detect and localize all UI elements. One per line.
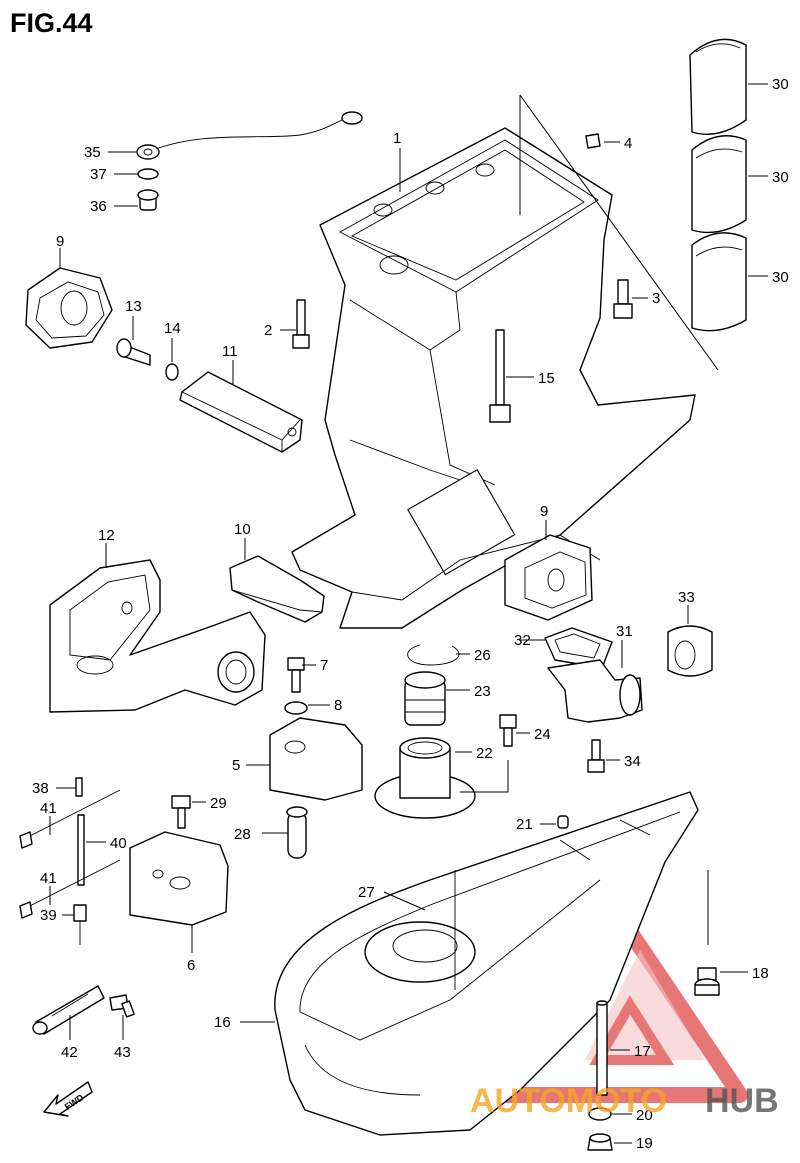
grommet-30-bottom: [691, 232, 747, 332]
callout-34: 34: [624, 753, 641, 770]
figure-title: FIG.44: [10, 8, 93, 38]
nut-4: [585, 133, 601, 149]
callout-14: 14: [164, 320, 181, 337]
callout-18: 18: [752, 965, 769, 982]
watermark-brand-left: AUTOMOTO: [470, 1082, 667, 1120]
grommet-33: [667, 625, 713, 677]
callout-9-lower: 9: [540, 503, 548, 520]
callout-11: 11: [222, 343, 238, 360]
callout-1: 1: [393, 130, 401, 147]
callout-43: 43: [114, 1044, 131, 1061]
callout-7: 7: [320, 657, 328, 674]
clip-42: [32, 985, 105, 1035]
callout-36: 36: [90, 198, 107, 215]
callout-30-middle: 30: [772, 169, 789, 186]
callout-31: 31: [616, 623, 633, 640]
bolt-29: [171, 795, 191, 829]
callout-22: 22: [476, 745, 493, 762]
callout-30-bottom: 30: [772, 269, 789, 286]
mount-block-6: [129, 831, 229, 926]
callout-40: 40: [110, 835, 127, 852]
gasket-32: [544, 627, 613, 669]
sleeve-28: [286, 806, 308, 859]
callout-5: 5: [232, 757, 240, 774]
callout-32: 32: [514, 632, 531, 649]
callout-30-top: 30: [772, 76, 789, 93]
mount-bracket-10: [229, 555, 325, 623]
bolt-34: [587, 739, 605, 773]
callout-24: 24: [534, 726, 551, 743]
callout-28: 28: [234, 826, 251, 843]
circlip-26: [407, 644, 460, 666]
grommet-30-top: [689, 38, 747, 135]
upper-mount-rubber: [25, 267, 113, 349]
callout-2: 2: [264, 322, 272, 339]
long-bolt-15: [489, 329, 511, 423]
callout-38: 38: [32, 780, 49, 797]
callout-39: 39: [40, 907, 57, 924]
lower-mount-rubber: [504, 534, 593, 621]
callout-29: 29: [210, 795, 227, 812]
grommet-30-middle: [691, 135, 747, 234]
callout-41-bottom: 41: [40, 870, 57, 887]
pin-21: [557, 815, 569, 829]
callout-35: 35: [84, 144, 101, 161]
callout-8: 8: [334, 697, 342, 714]
callout-12: 12: [98, 527, 115, 544]
mount-bolt: [116, 338, 179, 381]
callout-9-top: 9: [56, 233, 64, 250]
callout-17: 17: [634, 1043, 651, 1060]
callout-23: 23: [474, 683, 491, 700]
bolt-7: [287, 657, 305, 693]
washer-8: [284, 701, 308, 715]
callout-13: 13: [125, 298, 142, 315]
lower-mount-bracket: [49, 559, 266, 713]
watermark-text: AUTOMOTO HUB: [470, 1082, 779, 1120]
callout-4: 4: [624, 135, 632, 152]
seal-housing-22: [374, 737, 476, 819]
stud-17: [596, 1000, 608, 1096]
nut-19: [587, 1133, 613, 1151]
callout-27: 27: [358, 884, 375, 901]
mount-block-5: [269, 717, 363, 801]
bolt-24: [499, 714, 517, 747]
callout-19: 19: [636, 1135, 653, 1152]
callout-41-top: 41: [40, 800, 57, 817]
callout-21: 21: [516, 816, 533, 833]
callout-3: 3: [652, 290, 660, 307]
forward-direction-arrow: FWD: [43, 1081, 93, 1117]
callout-15: 15: [538, 370, 555, 387]
callout-26: 26: [474, 647, 491, 664]
mount-bar: [179, 371, 303, 453]
callout-16: 16: [214, 1014, 231, 1031]
callout-33: 33: [678, 589, 695, 606]
wire-rod-assembly: [19, 777, 121, 945]
bolt-2: [292, 299, 310, 349]
callout-6: 6: [187, 957, 195, 974]
lower-case-16: [274, 791, 699, 1136]
watermark-brand-right: HUB: [705, 1082, 779, 1120]
drive-shaft-housing: [291, 127, 696, 629]
ground-lead-wire: [136, 111, 363, 211]
callout-10: 10: [234, 521, 251, 538]
bolt-3: [613, 279, 633, 319]
bushing-23: [404, 671, 446, 726]
plug-18: [694, 967, 720, 996]
washer-20: [588, 1107, 612, 1121]
water-tube-31: [547, 659, 643, 723]
callout-20: 20: [636, 1107, 653, 1124]
screw-43: [109, 994, 135, 1018]
callout-42: 42: [61, 1044, 78, 1061]
callout-37: 37: [90, 166, 107, 183]
